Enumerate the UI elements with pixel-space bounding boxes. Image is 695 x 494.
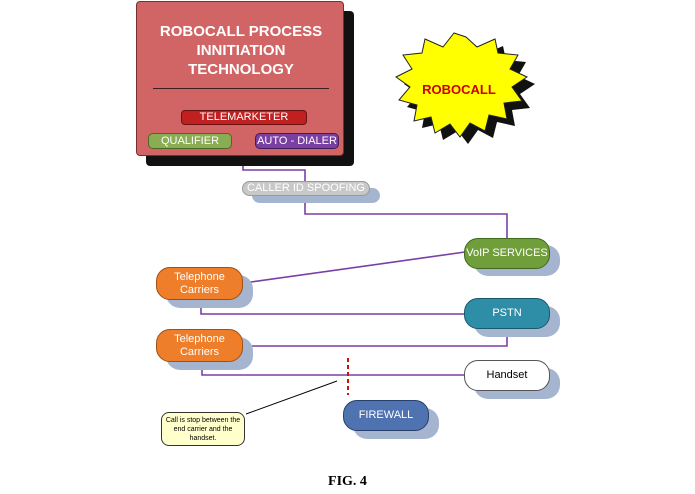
telephone-carriers-1-node: Telephone Carriers	[156, 267, 243, 300]
callout-arrow	[245, 380, 338, 415]
caller-id-spoofing-node: CALLER ID SPOOFING	[242, 181, 370, 196]
handset-node: Handset	[464, 360, 550, 391]
main-box-divider	[153, 88, 329, 89]
burst-shape	[395, 32, 529, 138]
firewall-node: FIREWALL	[343, 400, 429, 431]
figure-label: FIG. 4	[328, 474, 367, 489]
robocall-burst: ROBOCALL	[395, 32, 535, 144]
burst-label: ROBOCALL	[422, 82, 496, 97]
connector-voip-to-carriers1	[243, 251, 466, 284]
voip-services-node: VoIP SERVICES	[464, 238, 550, 269]
connector-pstn-to-carriers2	[244, 330, 508, 347]
telephone-carriers-2-node: Telephone Carriers	[156, 329, 243, 362]
robocall-process-box: ROBOCALL PROCESS INNITIATION TECHNOLOGY	[136, 1, 344, 156]
qualifier-node: QUALIFIER	[148, 133, 232, 149]
telemarketer-node: TELEMARKETER	[181, 110, 307, 125]
auto-dialer-node: AUTO - DIALER	[255, 133, 339, 149]
pstn-node: PSTN	[464, 298, 550, 329]
main-box-title: ROBOCALL PROCESS INNITIATION TECHNOLOGY	[159, 23, 323, 78]
callout-note: Call is stop between the end carrier and…	[161, 412, 245, 446]
connector-spoofing-to-voip	[304, 194, 508, 238]
